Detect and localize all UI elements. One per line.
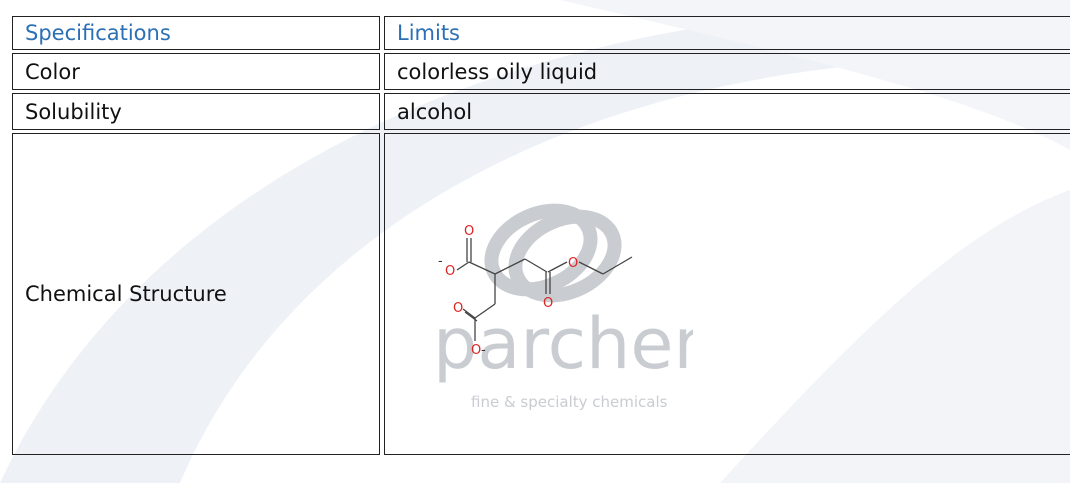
- table-row: Solubility alcohol: [12, 93, 1070, 130]
- oxygen-atom: O: [471, 343, 481, 358]
- watermark-tagline: fine & specialty chemicals: [471, 393, 668, 411]
- row-label-solubility: Solubility: [12, 93, 380, 130]
- specifications-table: Specifications Limits Color colorless oi…: [8, 13, 1070, 458]
- table-header-row: Specifications Limits: [12, 16, 1070, 50]
- row-value-color: colorless oily liquid: [384, 53, 1070, 90]
- table-row-structure: Chemical Structure parchem fine & specia…: [12, 133, 1070, 455]
- row-label-color: Color: [12, 53, 380, 90]
- molecule-diagram: O O - O O - O O: [438, 224, 633, 358]
- oxygen-atom: O: [568, 256, 578, 271]
- header-limits: Limits: [384, 16, 1070, 50]
- oxygen-atom: O: [543, 296, 553, 311]
- row-label-structure: Chemical Structure: [12, 133, 380, 455]
- negative-charge: -: [481, 343, 486, 358]
- oxygen-atom: O: [464, 224, 474, 239]
- negative-charge: -: [438, 254, 443, 269]
- row-value-solubility: alcohol: [384, 93, 1070, 130]
- header-specifications: Specifications: [12, 16, 380, 50]
- oxygen-atom: O: [445, 264, 455, 279]
- chemical-structure-cell: parchem fine & specialty chemicals: [384, 133, 1070, 455]
- oxygen-atom: O: [453, 301, 463, 316]
- table-row: Color colorless oily liquid: [12, 53, 1070, 90]
